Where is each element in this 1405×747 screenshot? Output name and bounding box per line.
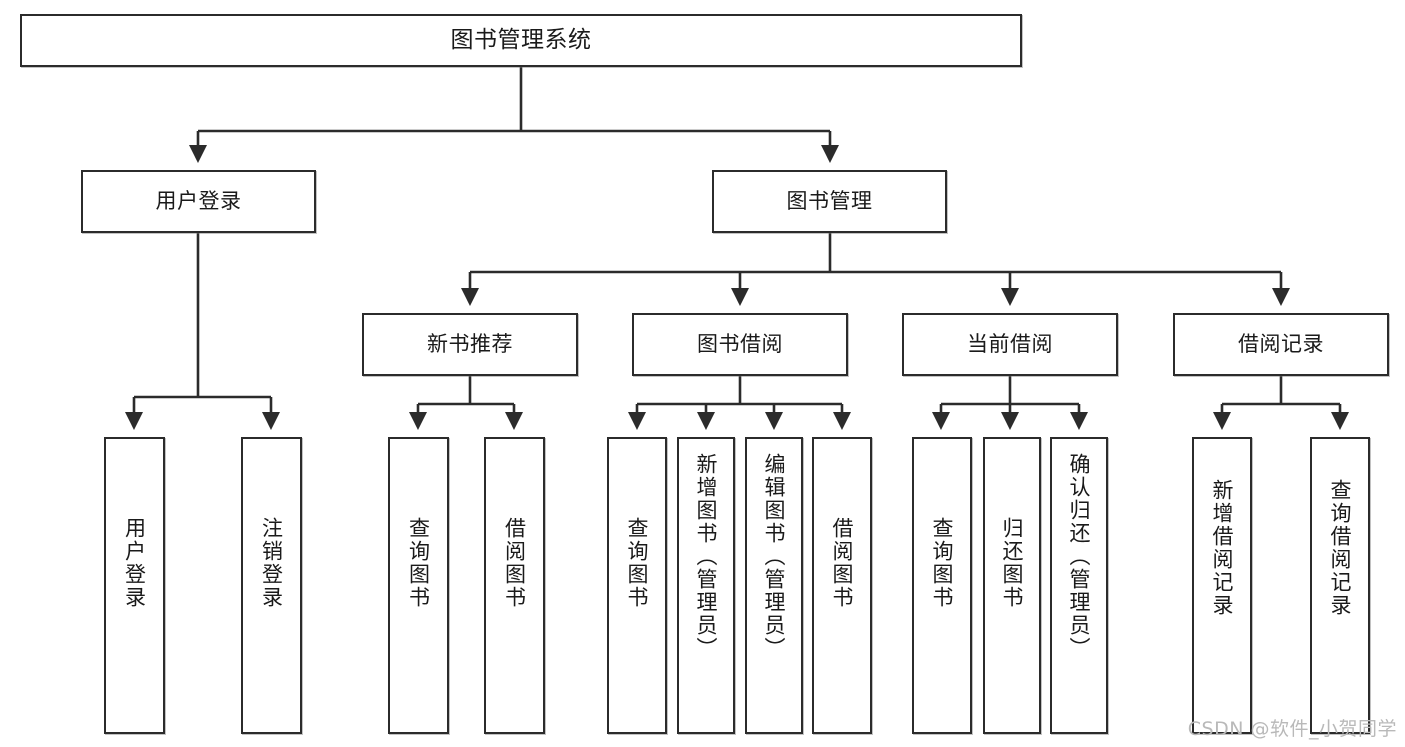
leaf-confirm-return-admin[interactable]: 确认归还（管理员） [1050,437,1108,734]
node-label: 用户登录 [122,517,147,609]
node-label: 图书管理 [786,189,873,214]
leaf-logout-login[interactable]: 注销登录 [241,437,302,734]
leaf-query-borrow-record[interactable]: 查询借阅记录 [1310,437,1370,734]
leaf-borrow-book-2[interactable]: 借阅图书 [812,437,872,734]
leaf-query-book-3[interactable]: 查询图书 [912,437,972,734]
node-label: 借阅图书 [830,517,855,609]
node-root-system[interactable]: 图书管理系统 [20,14,1022,67]
csdn-watermark: CSDN @软件_小贺同学 [1187,718,1397,740]
node-label: 查询图书 [625,517,650,609]
leaf-add-book-admin[interactable]: 新增图书（管理员） [677,437,735,734]
leaf-edit-book-admin[interactable]: 编辑图书（管理员） [745,437,803,734]
node-label: 借阅图书 [502,517,527,609]
node-label: 新书推荐 [427,332,513,357]
leaf-query-book-2[interactable]: 查询图书 [607,437,667,734]
leaf-return-book[interactable]: 归还图书 [983,437,1041,734]
node-new-book-recommend[interactable]: 新书推荐 [362,313,578,376]
node-label: 当前借阅 [967,332,1053,357]
node-label: 借阅记录 [1238,332,1324,357]
leaf-user-login[interactable]: 用户登录 [104,437,165,734]
node-user-login[interactable]: 用户登录 [81,170,316,233]
node-label: 图书管理系统 [450,26,592,53]
node-label: 图书借阅 [697,332,783,357]
node-current-borrow[interactable]: 当前借阅 [902,313,1118,376]
node-label: 编辑图书（管理员） [762,453,787,660]
node-book-manage[interactable]: 图书管理 [712,170,947,233]
node-label: 确认归还（管理员） [1067,453,1092,660]
leaf-add-borrow-record[interactable]: 新增借阅记录 [1192,437,1252,734]
node-label: 用户登录 [155,189,242,214]
leaf-borrow-book-1[interactable]: 借阅图书 [484,437,545,734]
node-label: 查询借阅记录 [1328,479,1353,617]
node-borrow-record[interactable]: 借阅记录 [1173,313,1389,376]
node-label: 新增图书（管理员） [694,453,719,660]
node-label: 查询图书 [930,517,955,609]
node-book-borrow[interactable]: 图书借阅 [632,313,848,376]
node-label: 注销登录 [259,517,284,609]
node-label: 新增借阅记录 [1210,479,1235,617]
leaf-query-book-1[interactable]: 查询图书 [388,437,449,734]
node-label: 查询图书 [406,517,431,609]
node-label: 归还图书 [1000,517,1025,609]
